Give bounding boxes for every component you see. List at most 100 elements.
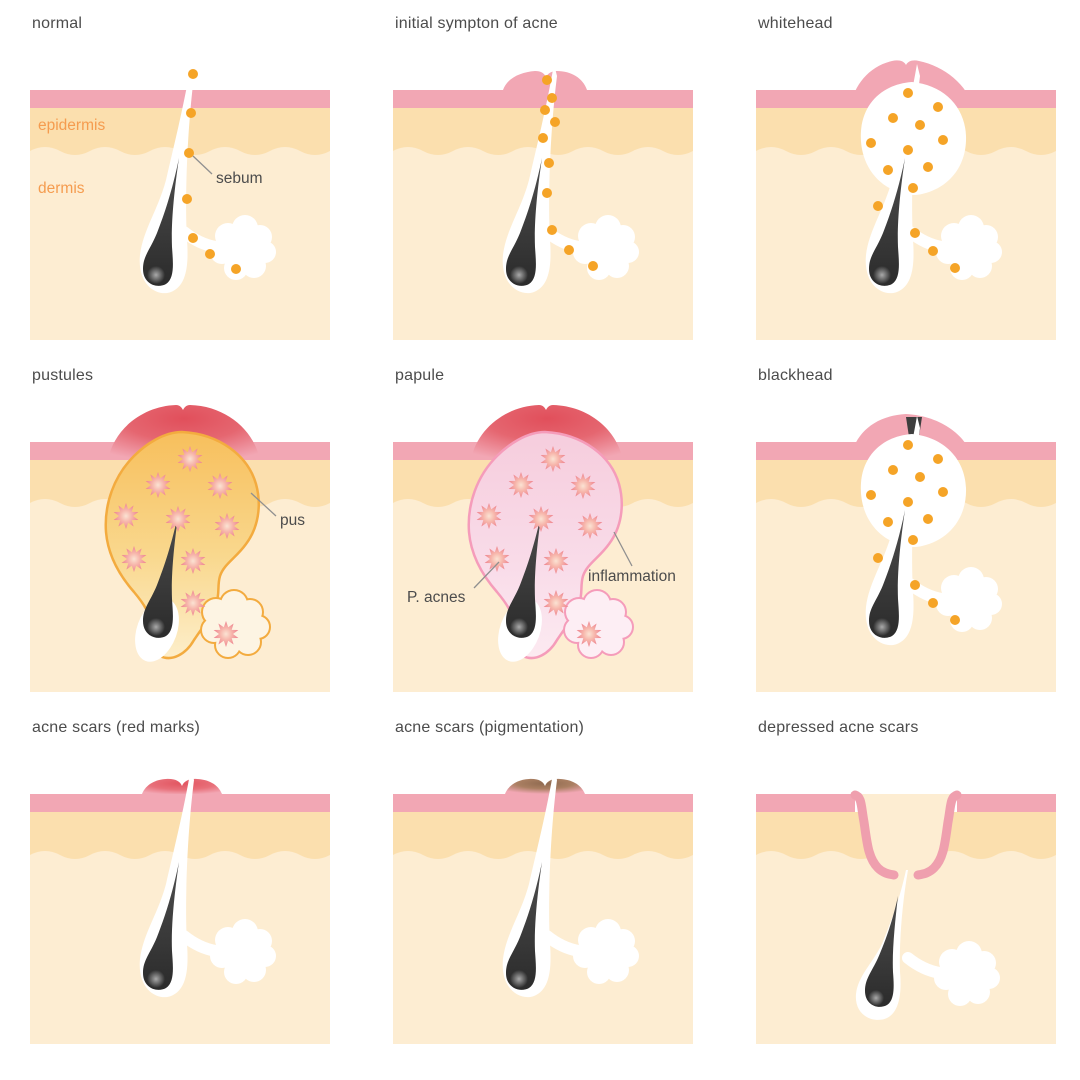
panel-title-pustules: pustules bbox=[32, 367, 94, 384]
hair-bulb-highlight bbox=[510, 266, 528, 284]
hair bbox=[143, 158, 179, 286]
bacteria bbox=[113, 446, 240, 647]
sebum-dot bbox=[866, 138, 876, 148]
skin-illustration-initial-symptom bbox=[393, 64, 693, 340]
hair-bulb-highlight bbox=[510, 970, 528, 988]
hair bbox=[506, 862, 542, 990]
sebum-dot bbox=[938, 135, 948, 145]
sebum-dot bbox=[903, 145, 913, 155]
hair-bulb-highlight bbox=[510, 618, 528, 636]
sebum-label: sebum bbox=[216, 170, 263, 187]
sebum-dot bbox=[188, 233, 198, 243]
sebum-dot bbox=[910, 228, 920, 238]
bacteria-icon bbox=[180, 548, 206, 574]
sebum-dot bbox=[544, 158, 554, 168]
sebum-dot bbox=[888, 465, 898, 475]
sebum-dot bbox=[903, 440, 913, 450]
skin-surface-bar bbox=[393, 90, 693, 108]
panel-pustules: pustules pus bbox=[30, 366, 330, 706]
p-acnes-leader-line bbox=[473, 561, 500, 589]
sebum-dot bbox=[923, 514, 933, 524]
inflammation-label: inflammation bbox=[588, 568, 676, 585]
skin-illustration-acne-scars-red-marks bbox=[30, 768, 330, 1044]
panel-whitehead: whitehead bbox=[756, 14, 1056, 354]
sebum-dot bbox=[908, 535, 918, 545]
skin-illustration-depressed-acne-scars bbox=[756, 790, 1056, 1044]
panel-title-blackhead: blackhead bbox=[758, 367, 833, 384]
bacteria-icon bbox=[113, 503, 139, 529]
panel-title-whitehead: whitehead bbox=[758, 15, 833, 32]
hair-bulb-highlight bbox=[868, 990, 884, 1006]
bacteria-icon bbox=[214, 513, 240, 539]
skin-surface-bar-right bbox=[957, 794, 1056, 812]
sebum-dots bbox=[538, 75, 598, 271]
bacteria-icon bbox=[543, 590, 569, 616]
bacteria-icon bbox=[476, 503, 502, 529]
dermis-label: dermis bbox=[38, 180, 85, 197]
bacteria-icon bbox=[484, 546, 510, 572]
sebum-dot bbox=[928, 598, 938, 608]
panel-title-initial-symptom: initial sympton of acne bbox=[395, 15, 558, 32]
bacteria-icon bbox=[528, 506, 554, 532]
sebum-leader-line bbox=[192, 155, 213, 175]
sebum-dot bbox=[915, 472, 925, 482]
sebum-dot bbox=[933, 454, 943, 464]
pus-leader-line bbox=[250, 492, 277, 517]
scar-pinch-mark bbox=[505, 778, 585, 794]
bacteria-icon bbox=[543, 548, 569, 574]
sebum-dots bbox=[866, 440, 960, 625]
skin-illustration-normal: epidermis dermis sebum bbox=[30, 64, 330, 340]
skin-surface-bar-left bbox=[756, 794, 855, 812]
sebum-dot bbox=[538, 133, 548, 143]
sebum-dot bbox=[933, 102, 943, 112]
panel-title-depressed-acne-scars: depressed acne scars bbox=[758, 719, 919, 736]
hair-bulb-highlight bbox=[873, 266, 891, 284]
bacteria-icon bbox=[180, 590, 206, 616]
hair bbox=[143, 510, 179, 638]
bacteria-icon bbox=[540, 446, 566, 472]
bacteria bbox=[476, 446, 603, 647]
skin-surface-bar bbox=[30, 90, 330, 108]
hair-bulb-highlight bbox=[147, 618, 165, 636]
sebum-dot bbox=[903, 497, 913, 507]
sebum-dot bbox=[923, 162, 933, 172]
sebum-dot bbox=[888, 113, 898, 123]
panel-blackhead: blackhead bbox=[756, 366, 1056, 706]
skin-surface-bar bbox=[30, 794, 330, 812]
sebum-dot bbox=[908, 183, 918, 193]
sebum-dot bbox=[205, 249, 215, 259]
panel-title-acne-scars-pigmentation: acne scars (pigmentation) bbox=[395, 719, 585, 736]
hair-bulb-highlight bbox=[147, 266, 165, 284]
sebum-dot bbox=[542, 188, 552, 198]
sebaceous-gland bbox=[541, 919, 639, 984]
skin-surface-bar bbox=[393, 794, 693, 812]
skin-illustration-whitehead bbox=[756, 60, 1056, 340]
sebum-dot bbox=[928, 246, 938, 256]
hair bbox=[506, 510, 542, 638]
sebum-dot bbox=[910, 580, 920, 590]
sebum-dot bbox=[883, 517, 893, 527]
bacteria-icon bbox=[570, 473, 596, 499]
panel-acne-scars-red-marks: acne scars (red marks) bbox=[30, 718, 330, 1058]
bacteria-icon bbox=[508, 472, 534, 498]
epidermis-label: epidermis bbox=[38, 117, 105, 134]
sebum-dot bbox=[873, 553, 883, 563]
sebaceous-gland bbox=[178, 215, 276, 280]
sebum-dot bbox=[547, 93, 557, 103]
sebum-dot bbox=[231, 264, 241, 274]
sebum-dot bbox=[564, 245, 574, 255]
panel-title-acne-scars-red-marks: acne scars (red marks) bbox=[32, 719, 200, 736]
sebum-dot bbox=[182, 194, 192, 204]
bacteria-icon bbox=[121, 546, 147, 572]
sebaceous-gland bbox=[902, 941, 1000, 1006]
pus-label: pus bbox=[280, 512, 305, 529]
bacteria-icon bbox=[177, 446, 203, 472]
crater-wall-left bbox=[850, 790, 899, 880]
inflammation-leader-line bbox=[613, 531, 633, 567]
hair-bulb-highlight bbox=[873, 618, 891, 636]
hair bbox=[506, 158, 542, 286]
sebum-dot bbox=[542, 75, 552, 85]
